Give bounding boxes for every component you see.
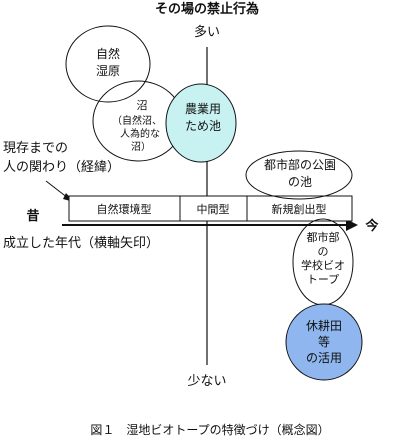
fallow-field-label-3: の活用 bbox=[306, 351, 342, 365]
city-park-pond-label-2: の池 bbox=[288, 175, 312, 189]
school-biotope-label-1: 都市部 bbox=[307, 230, 340, 244]
swamp-label-4: 沼） bbox=[131, 140, 151, 153]
city-park-pond-label-1: 都市部の公園 bbox=[264, 157, 336, 172]
swamp-label-3: 人為的な bbox=[120, 127, 160, 140]
bar-outline bbox=[68, 195, 353, 222]
top-axis-title: その場の禁止行為 bbox=[155, 1, 259, 17]
natural-wetland-ellipse bbox=[65, 25, 151, 103]
horizontal-axis-arrowhead bbox=[346, 219, 358, 231]
left-axis-label-line2: 人の関わり（経緯） bbox=[3, 160, 120, 175]
swamp-label-2: （自然沼、 bbox=[112, 114, 162, 127]
left-label: 昔 bbox=[26, 208, 39, 224]
bar-segment-newly-created: 新規創出型 bbox=[272, 202, 327, 216]
swamp-label-1: 沼 bbox=[137, 98, 148, 112]
farm-pond-label-2: ため池 bbox=[185, 119, 221, 133]
farm-pond-ellipse bbox=[165, 83, 237, 163]
city-park-pond-ellipse bbox=[245, 150, 353, 200]
figure-caption: 図１ 湿地ビオトープの特徴づけ（概念図） bbox=[90, 422, 329, 437]
bottom-label: 少ない bbox=[187, 374, 226, 389]
pointer-arrow bbox=[45, 180, 69, 199]
horizontal-axis-label: 成立した年代（横軸矢印） bbox=[3, 236, 159, 251]
school-biotope-label-2: の bbox=[318, 245, 329, 258]
bar-segment-natural: 自然環境型 bbox=[97, 202, 152, 216]
natural-wetland-label-2: 湿原 bbox=[96, 63, 120, 78]
fallow-field-label-1: 休耕田 bbox=[306, 318, 342, 333]
right-label: 今 bbox=[364, 218, 379, 234]
fallow-field-label-2: 等 bbox=[318, 335, 330, 349]
school-biotope-label-4: トープ bbox=[307, 273, 339, 286]
fallow-field-ellipse bbox=[285, 303, 363, 381]
farm-pond-label-1: 農業用 bbox=[185, 102, 221, 116]
left-axis-label-line1: 現存までの bbox=[3, 141, 68, 156]
natural-wetland-label-1: 自然 bbox=[96, 46, 120, 61]
top-label: 多い bbox=[194, 24, 220, 40]
bar-segment-intermediate: 中間型 bbox=[197, 202, 230, 216]
school-biotope-label-3: 学校ビオ bbox=[301, 258, 345, 272]
